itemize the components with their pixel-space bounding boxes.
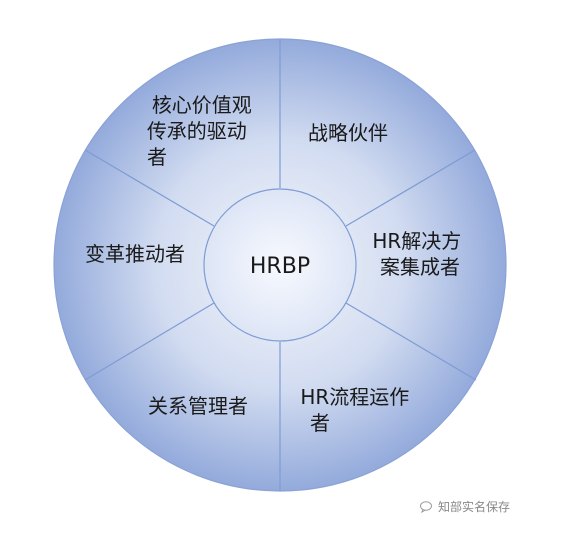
watermark-text: 知部实名保存 [438,500,511,514]
chat-bubble-icon [420,500,432,513]
segment-relationship-manager: 关系管理者 [148,394,248,418]
segment-hr-process-operator-line-2: 者 [310,411,330,435]
segment-relationship-manager-line-1: 关系管理者 [148,394,248,418]
segment-hr-solutions-provider-line-2: 案集成者 [380,255,460,279]
segment-hr-solutions-provider-line-1: HR解决方 [372,229,461,253]
segment-strategic-partner-line-1: 战略伙伴 [308,121,388,145]
divider-upper-left [84,149,215,227]
segment-change-driver: 变革推动者 [85,242,185,266]
divider-lower-left [84,302,215,381]
segment-core-values-driver-line-2: 传承的驱动 [147,119,247,143]
segment-core-values-driver-line-1: 核心价值观 [152,93,252,117]
divider-lower-right [345,302,477,381]
segment-dividers [84,39,477,491]
segment-core-values-driver: 核心价值观 传承的驱动 者 [147,93,258,169]
segment-core-values-driver-line-3: 者 [147,145,167,169]
center-label: HRBP [250,254,310,279]
center-hub [203,188,357,342]
segment-hr-process-operator-line-1: HR流程运作 [300,385,409,409]
watermark: 知部实名保存 [420,498,510,515]
segment-strategic-partner: 战略伙伴 [308,121,388,145]
divider-upper-right [345,149,476,227]
segment-hr-process-operator: HR流程运作 者 [300,385,415,435]
segment-hr-solutions-provider: HR解决方 案集成者 [372,229,467,279]
segment-change-driver-line-1: 变革推动者 [85,242,185,266]
